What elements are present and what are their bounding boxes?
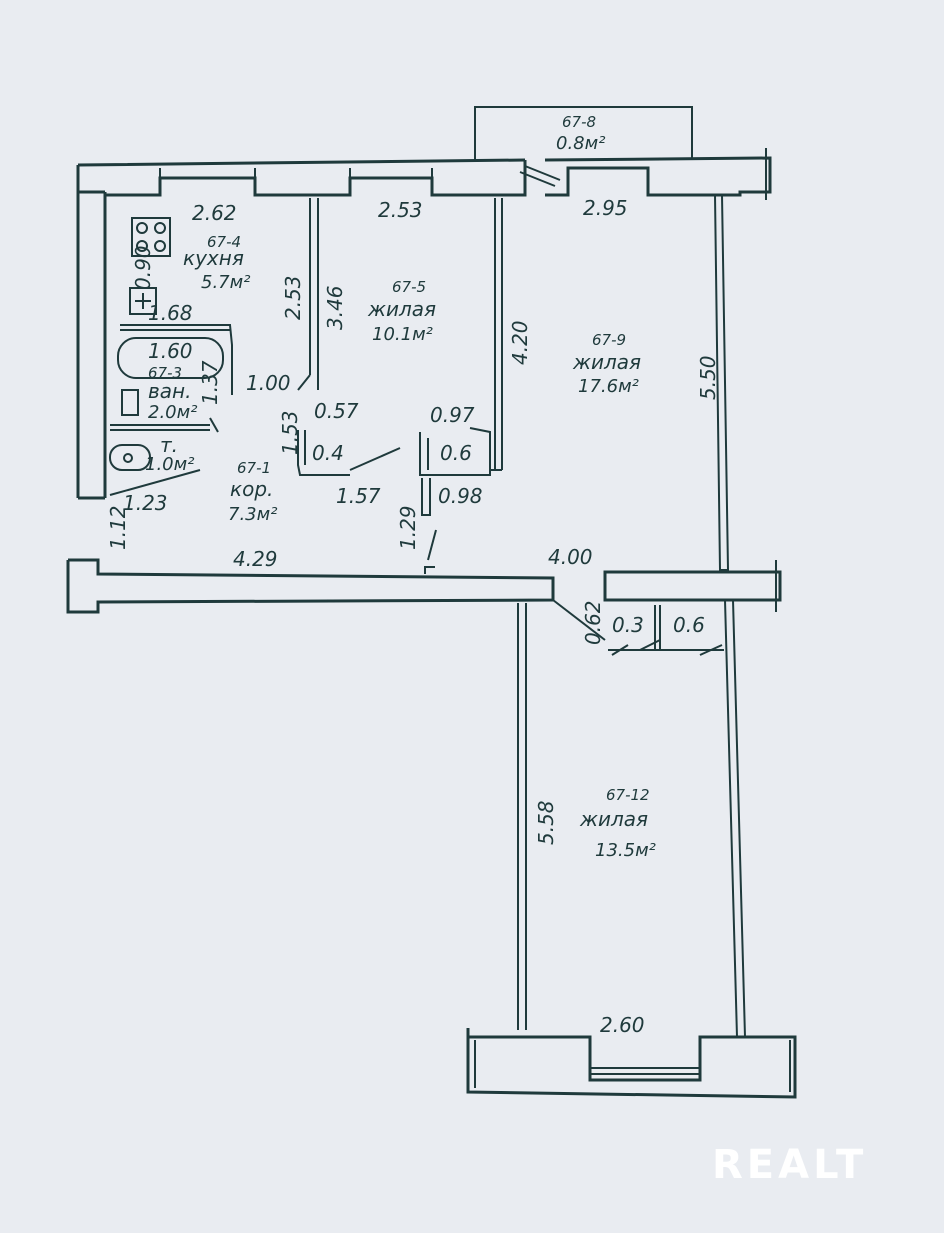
dim-129: 1.29 [396,505,420,550]
bathtub-icon [117,337,224,416]
toilet-icon [109,444,151,471]
dim-097: 0.97 [430,403,475,427]
balcony-area: 0.8м² [556,133,605,154]
room12-id: 67-12 [606,786,650,804]
dim-room9-side: 4.20 [508,320,532,365]
dim-157: 1.57 [336,484,381,508]
bath-area: 2.0м² [148,402,197,423]
kitchen-type: кухня [183,246,244,270]
room9-type: жилая [572,350,641,374]
toilet-type: т. [160,433,178,457]
stove-icon [131,217,171,257]
dim-room5-width: 2.53 [378,198,423,222]
dim-room9-depth: 5.50 [696,355,720,400]
dim-168: 1.68 [148,301,193,325]
dim-100: 1.00 [246,371,291,395]
sink-icon [129,287,157,315]
dim-kitchen-depth: 2.53 [281,275,305,320]
kitchen-area: 5.7м² [201,272,250,293]
kitchen-id: 67-4 [207,233,241,251]
walls [66,106,797,1099]
corridor-area: 7.3м² [228,504,277,525]
room9-id: 67-9 [592,331,626,349]
corridor-type: кор. [230,477,273,501]
dim-098: 0.98 [438,484,483,508]
fixtures [109,217,224,471]
room5-type: жилая [367,297,436,321]
dim-160: 1.60 [148,339,193,363]
dim-137: 1.37 [198,360,222,405]
dim-153: 1.53 [278,410,302,455]
toilet-area: 1.0м² [145,454,194,475]
dim-06a: 0.6 [440,441,472,465]
dim-room5-depth: 3.46 [323,285,347,330]
dim-03: 0.3 [612,613,644,637]
dim-room9-width: 2.95 [583,196,628,220]
dim-04: 0.4 [312,441,344,465]
balcony-id: 67-8 [562,113,596,131]
dim-room12-width: 2.60 [600,1013,645,1037]
dim-112: 1.12 [106,505,130,550]
room5-area: 10.1м² [372,324,433,345]
dim-123: 1.23 [123,491,168,515]
dim-429: 4.29 [233,547,278,571]
bath-type: ван. [148,379,191,403]
corridor-id: 67-1 [237,459,271,477]
room9-area: 17.6м² [578,376,639,397]
room5-id: 67-5 [392,278,426,296]
dim-062: 0.62 [581,600,605,645]
labels: 67-8 0.8м² 2.62 2.53 2.95 67-4 кухня 5.7… [106,113,720,1037]
dim-090: 0.90 [131,245,155,290]
dim-room12-depth: 5.58 [534,800,558,845]
dim-06b: 0.6 [673,613,705,637]
realt-logo: REALT [712,1142,867,1188]
bath-id: 67-3 [148,364,182,382]
dim-kitchen-width: 2.62 [192,201,237,225]
room12-type: жилая [579,807,648,831]
dim-400: 4.00 [548,545,593,569]
room12-area: 13.5м² [595,840,656,861]
dim-057: 0.57 [314,399,359,423]
